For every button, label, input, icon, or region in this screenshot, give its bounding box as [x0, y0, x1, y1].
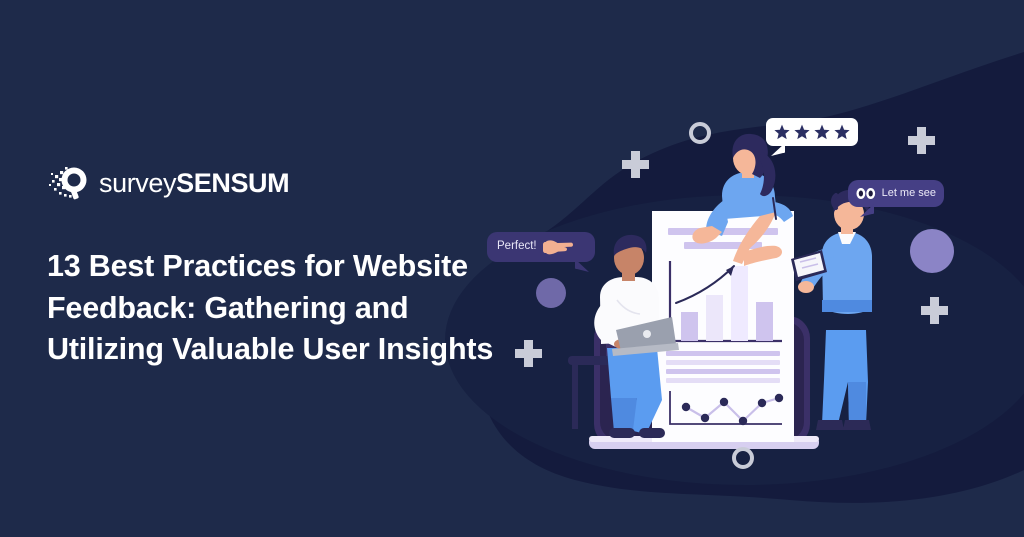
bar-3: [731, 266, 748, 341]
bubble-tail-icon: [771, 143, 785, 156]
plus-icon: [622, 151, 649, 178]
star-rating-bubble: [766, 118, 858, 156]
bubble-tail-icon: [575, 259, 589, 272]
plus-icon: [921, 297, 948, 324]
filled-circle-icon: [536, 278, 566, 308]
magnifier-q-pixel-icon: [49, 167, 87, 200]
bar-1: [681, 312, 698, 341]
brand-logo[interactable]: surveySENSUM: [48, 162, 290, 204]
four-stars-icon: [774, 124, 850, 140]
let-me-see-bubble: Let me see: [848, 180, 944, 217]
brand-wordmark: surveySENSUM: [99, 167, 290, 198]
ring-icon: [689, 122, 711, 144]
person-with-clipboard-icon: [791, 189, 872, 430]
brand-name-bold: SENSUM: [176, 167, 290, 198]
bar-4: [756, 302, 773, 341]
perfect-bubble-label: Perfect!: [497, 240, 537, 253]
person-with-laptop-icon: [594, 234, 679, 438]
page-title: 13 Best Practices for Website Feedback: …: [47, 249, 494, 366]
person-with-pen-icon: [692, 133, 793, 266]
brand-name-light: survey: [99, 167, 177, 198]
bar-2: [706, 295, 723, 341]
eyes-icon: [856, 187, 876, 200]
perfect-bubble: Perfect!: [487, 232, 595, 272]
bubble-tail-icon: [860, 204, 874, 217]
let-me-see-bubble-label: Let me see: [881, 187, 936, 199]
filled-circle-icon: [910, 229, 954, 273]
thumbs-up-icon: [542, 240, 573, 255]
plus-icon: [908, 127, 935, 154]
ring-icon: [732, 447, 754, 469]
plus-icon: [515, 340, 542, 367]
